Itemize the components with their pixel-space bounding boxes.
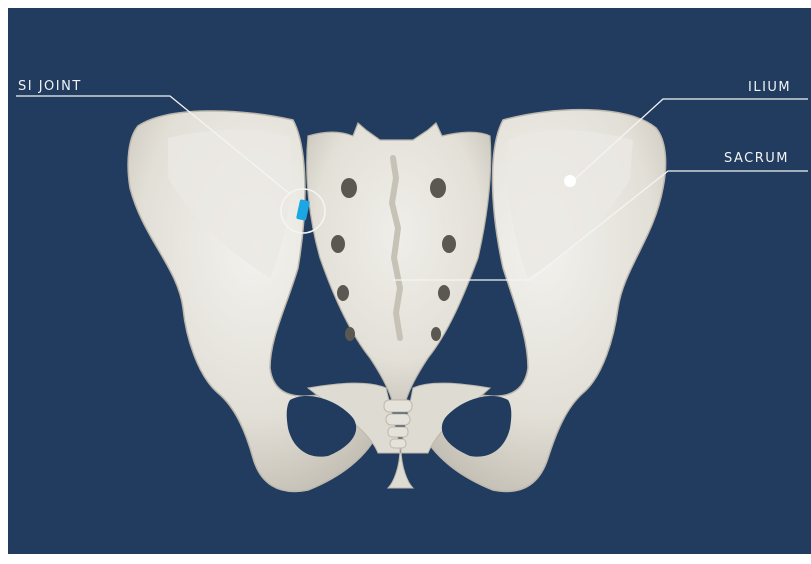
- ilium-label: ILIUM: [748, 80, 791, 95]
- pelvis-illustration: [8, 8, 811, 554]
- si-joint-label: SI JOINT: [18, 79, 82, 94]
- sacrum-label: SACRUM: [724, 151, 789, 166]
- sacrum-bone: [307, 123, 491, 400]
- pelvis-illustration-canvas: SI JOINT ILIUM SACRUM: [8, 8, 811, 554]
- ilium-pointer-dot: [564, 175, 576, 187]
